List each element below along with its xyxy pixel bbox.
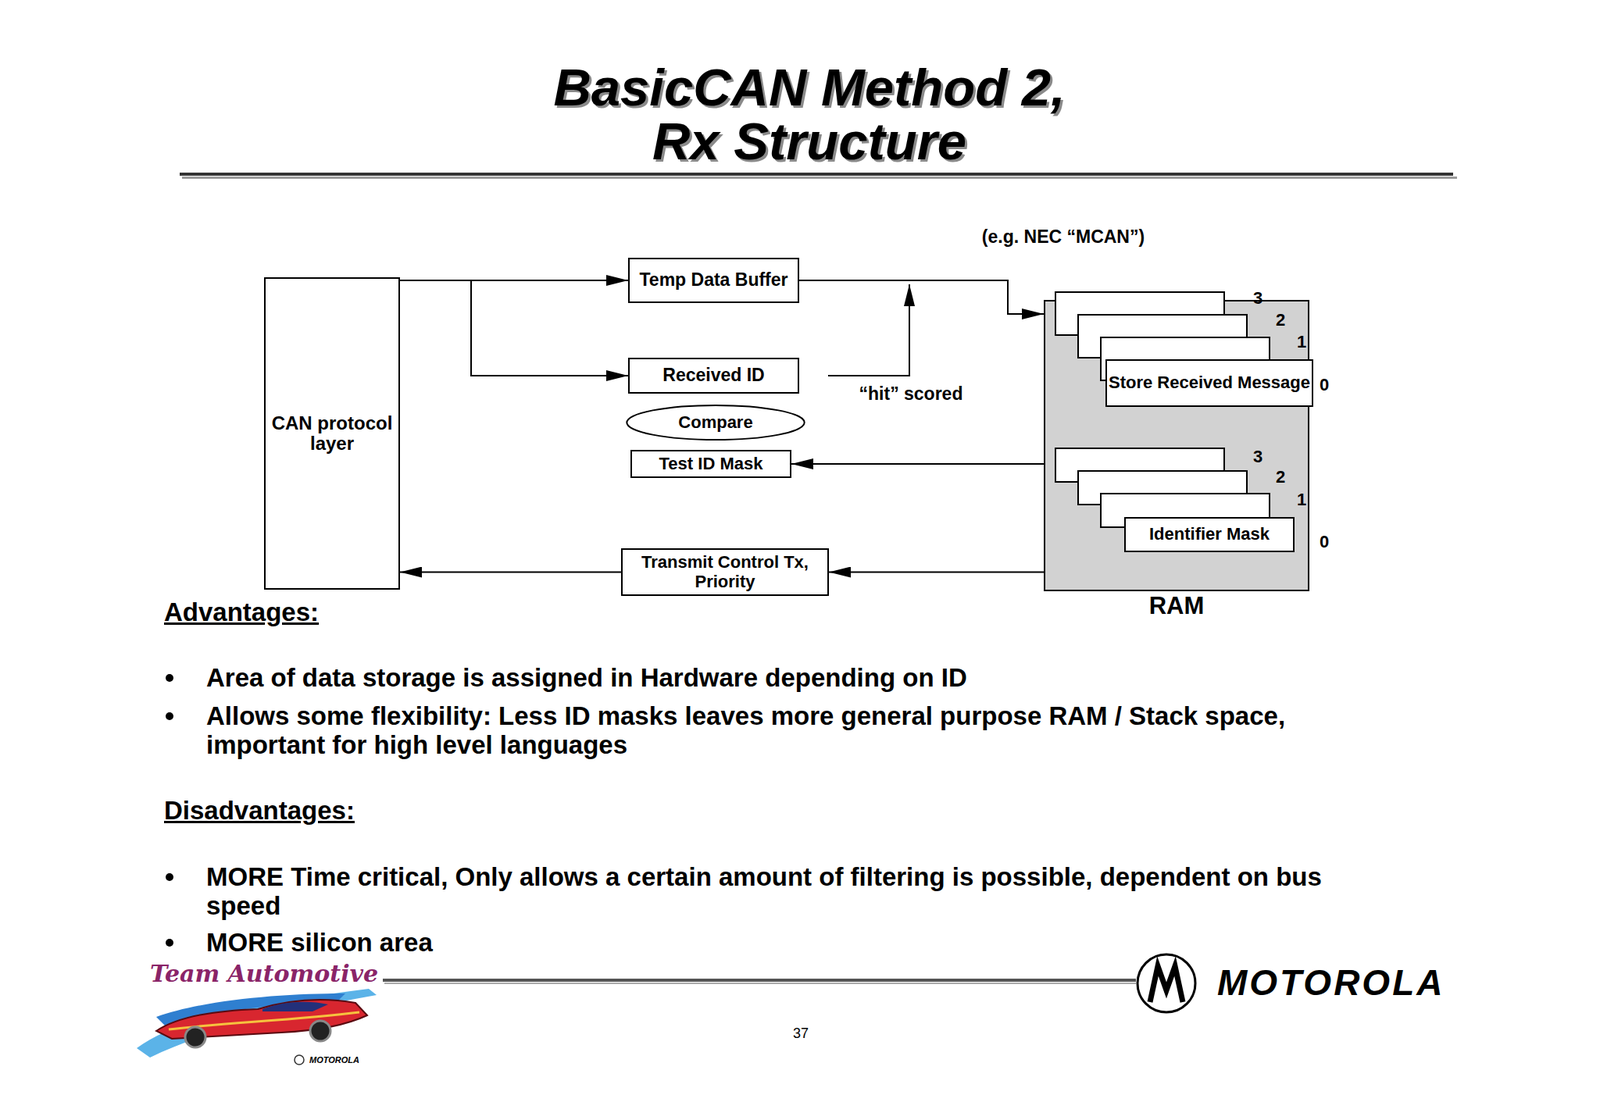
callout-number: 2 xyxy=(1275,310,1286,330)
callout-number: 3 xyxy=(1253,446,1263,467)
buffer-box: Temp Data Buffer xyxy=(628,257,800,304)
box-label: Received ID xyxy=(662,365,765,386)
logo-script: Team Automotive xyxy=(150,960,379,988)
hit-line xyxy=(828,284,910,376)
bullet-text: Area of data storage is assigned in Hard… xyxy=(206,663,1379,693)
small-logo-ring xyxy=(294,1055,304,1065)
bullet-dot xyxy=(165,712,174,721)
callout-number: 2 xyxy=(1275,467,1286,487)
box-label: Compare xyxy=(678,413,753,433)
bullet-text: MORE silicon area xyxy=(206,928,1379,958)
title-rule xyxy=(179,172,1454,176)
slide-title: BasicCAN Method 2, Rx Structure xyxy=(520,60,1099,168)
callout-number: 0 xyxy=(1319,375,1329,395)
bullet-dot xyxy=(165,939,174,947)
hit-note: “hit” scored xyxy=(859,383,964,404)
protocol-layer-box: CAN protocol layer xyxy=(264,277,400,590)
section-heading: Advantages: xyxy=(164,597,319,627)
arrow-connector xyxy=(791,463,1044,465)
bullet-text: MORE Time critical, Only allows a certai… xyxy=(206,862,1379,921)
car-wheel xyxy=(185,1027,206,1048)
region-heading: RAM xyxy=(1045,592,1308,620)
section-heading: Disadvantages: xyxy=(164,796,355,825)
title-rule-shadow xyxy=(182,176,1458,179)
compare-ellipse: Compare xyxy=(625,404,807,441)
car-wheel xyxy=(310,1021,331,1042)
bullet-dot xyxy=(165,873,174,882)
callout-number: 1 xyxy=(1296,489,1307,510)
small-brand: MOTOROLA xyxy=(309,1055,360,1066)
car-logo xyxy=(136,989,377,1065)
callout-number: 3 xyxy=(1253,288,1263,308)
brand-name: MOTOROLA xyxy=(1217,961,1445,1004)
ellipse-shape xyxy=(626,405,804,440)
motorola-logo xyxy=(1137,954,1196,1013)
callout-number: 1 xyxy=(1296,332,1307,352)
arrow-connector xyxy=(400,571,622,574)
box-label: Transmit Control Tx, Priority xyxy=(622,553,828,591)
arrow-connector xyxy=(400,280,629,376)
arrow-connector xyxy=(799,280,1044,315)
ram-region: RAMStore Received MessageIdentifier Mask xyxy=(1043,300,1310,592)
transmit-box: Transmit Control Tx, Priority xyxy=(621,548,829,596)
message-box: Store Received Message xyxy=(1105,359,1314,407)
box-label: Store Received Message xyxy=(1108,373,1311,393)
page-number: 37 xyxy=(792,1025,809,1043)
id-box: Received ID xyxy=(628,357,800,394)
box-label: Identifier Mask xyxy=(1149,525,1270,544)
car-window xyxy=(262,1002,329,1012)
example-note: (e.g. NEC “MCAN”) xyxy=(982,226,1145,247)
mask-entry-box: Identifier Mask xyxy=(1124,517,1295,553)
mask-box: Test ID Mask xyxy=(630,450,792,479)
box-label: CAN protocol layer xyxy=(265,413,399,455)
bullet-dot xyxy=(165,674,174,683)
logo-batwing xyxy=(1150,966,1183,1003)
swoosh xyxy=(136,989,377,1058)
footer-rule xyxy=(382,978,1136,983)
footer-rule-shadow xyxy=(384,982,1136,985)
box-label: Temp Data Buffer xyxy=(639,270,789,290)
logo-ring xyxy=(1137,954,1196,1013)
callout-number: 0 xyxy=(1319,532,1329,552)
box-label: Test ID Mask xyxy=(659,454,764,474)
bullet-text: Allows some flexibility: Less ID masks l… xyxy=(206,701,1379,760)
arrow-connector xyxy=(828,571,1044,574)
